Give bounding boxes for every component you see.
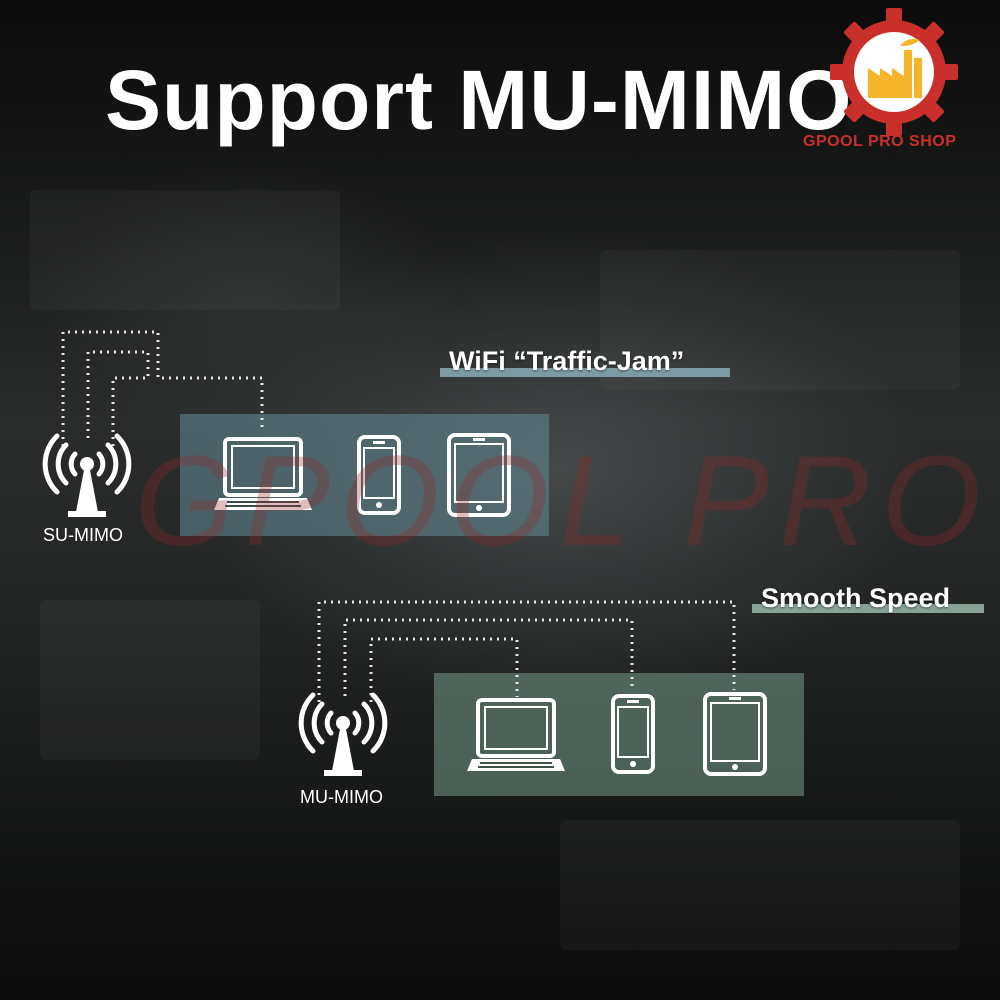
caption-underline: [440, 368, 730, 377]
factory-gear-logo: [830, 8, 958, 136]
mu-mimo-label: MU-MIMO: [300, 787, 383, 807]
background-chip: [30, 190, 340, 310]
background-chip: [560, 820, 960, 950]
caption-underline: [752, 604, 984, 613]
tablet-icon: [703, 692, 767, 776]
laptop-icon: [214, 437, 312, 510]
tablet-icon: [447, 433, 511, 517]
phone-icon: [611, 694, 655, 774]
antenna-icon: [42, 433, 132, 517]
shop-name: GPOOL PRO SHOP: [803, 133, 957, 150]
background-chip: [40, 600, 260, 760]
page-title: Support MU-MIMO: [105, 53, 853, 147]
mu-mimo-caption: Smooth Speed: [761, 583, 951, 613]
su-mimo-label: SU-MIMO: [43, 525, 123, 545]
su-mimo-caption: WiFi “Traffic-Jam”: [449, 346, 685, 376]
antenna-icon: [298, 692, 388, 776]
laptop-icon: [467, 698, 565, 771]
phone-icon: [357, 435, 401, 515]
